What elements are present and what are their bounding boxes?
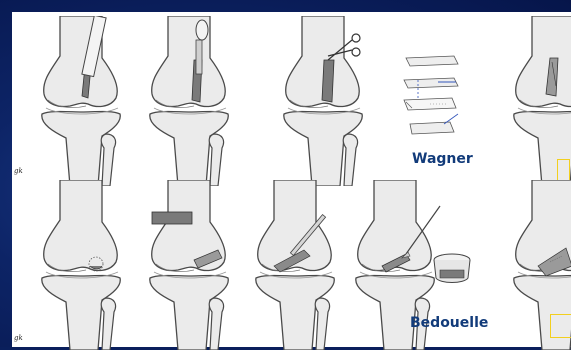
osteochondral-plug xyxy=(430,252,474,288)
highlight-marker-bottom xyxy=(550,314,571,338)
bone-window xyxy=(152,212,192,224)
osteotomy-graft xyxy=(322,60,334,102)
artist-signature-top: gk xyxy=(14,167,23,175)
knee-step-1 xyxy=(30,16,130,186)
knee-step-2 xyxy=(138,16,238,186)
knee-step-7 xyxy=(138,180,238,350)
technique-label-wagner: Wagner xyxy=(412,151,473,167)
illustration-panel: Wagner gk xyxy=(12,12,571,347)
wagner-detail xyxy=(398,52,468,144)
knee-step-3 xyxy=(272,16,372,186)
knee-step-8 xyxy=(244,180,344,350)
technique-label-bedouelle: Bedouelle xyxy=(410,315,488,331)
artist-signature-bottom: gk xyxy=(14,334,23,342)
knee-step-6 xyxy=(30,180,130,350)
